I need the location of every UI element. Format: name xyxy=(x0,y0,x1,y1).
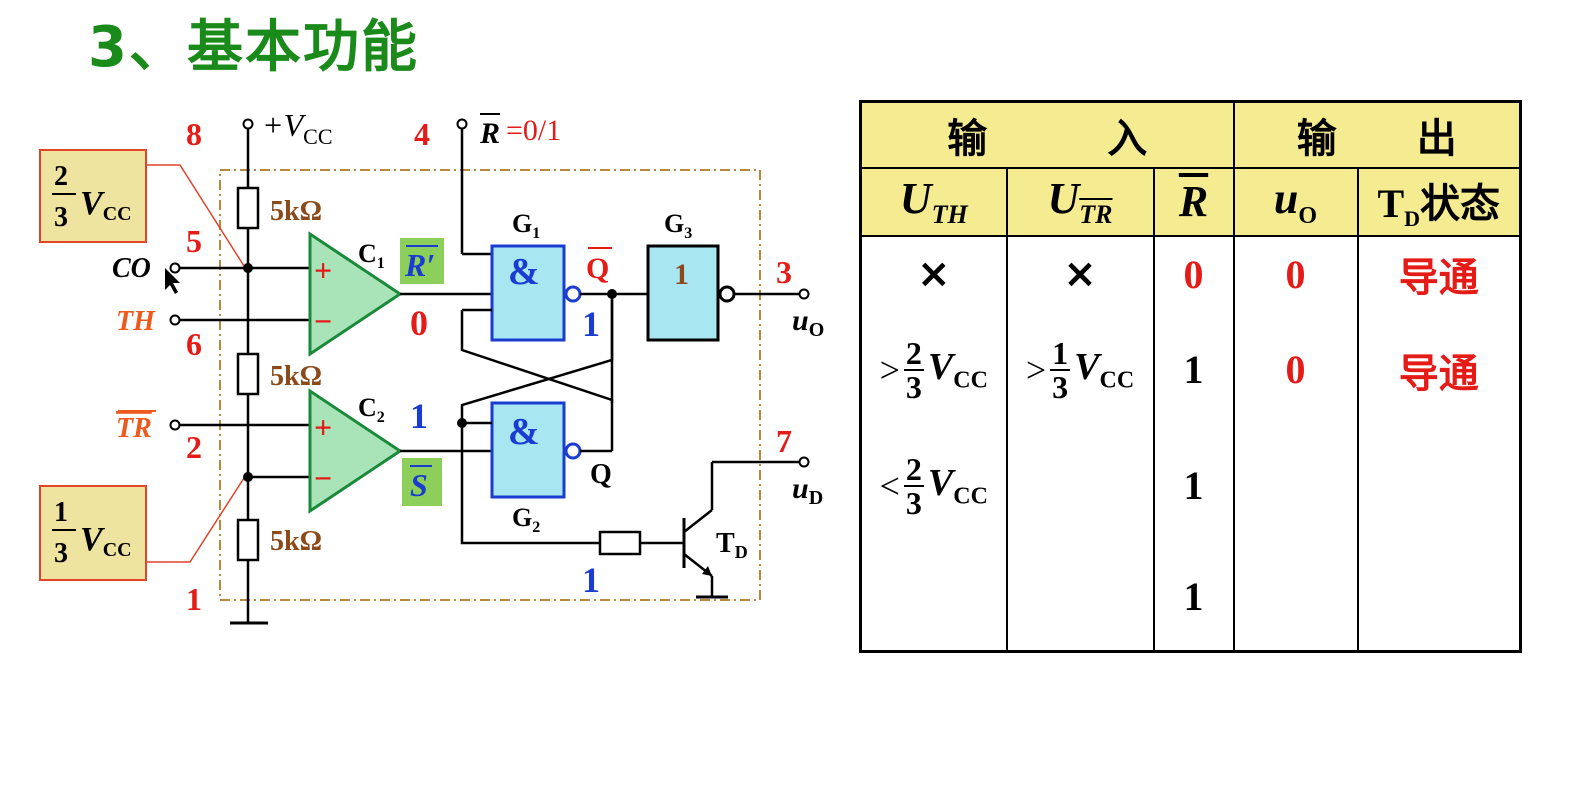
cursor-icon xyxy=(165,268,180,294)
resistor-3 xyxy=(236,518,260,562)
pin-6: 6 xyxy=(186,326,202,362)
c2-output-value: 1 xyxy=(410,396,428,436)
table-column-header-row: UTH UTR R uO TD状态 xyxy=(859,166,1522,237)
slide-title: 3、基本功能 xyxy=(88,15,419,80)
cell-uth xyxy=(859,543,1008,652)
col-uth: UTH xyxy=(859,166,1008,237)
col-uo: uO xyxy=(1232,166,1359,237)
header-output: 输 出 xyxy=(1232,100,1522,169)
header-input: 输 入 xyxy=(859,100,1235,169)
reset-label: R xyxy=(479,117,500,150)
c2-label: C2 xyxy=(358,393,385,426)
comparator-c1 xyxy=(308,231,403,357)
circuit-diagram: +VCC 5kΩ 5kΩ 5kΩ 8 4 5 6 2 1 3 7 2 3 VCC… xyxy=(39,107,824,625)
table-group-header-row: 输 入 输 出 xyxy=(859,100,1522,169)
td-label: TD xyxy=(716,528,748,562)
cell-utr: × xyxy=(1005,235,1155,312)
svg-text:1: 1 xyxy=(674,258,689,291)
resistor-3-label: 5kΩ xyxy=(270,526,322,557)
cell-td: 导通 xyxy=(1356,311,1522,428)
nand-gate-g2 xyxy=(490,401,566,499)
tr-label: TR xyxy=(116,413,152,444)
q-bar-label: Q xyxy=(586,252,609,285)
ref-bottom-vcc: VCC xyxy=(80,521,132,561)
svg-text:−: − xyxy=(314,303,332,339)
cell-rbar: 1 xyxy=(1152,311,1235,428)
cell-rbar: 1 xyxy=(1152,427,1235,544)
r-prime-label: R′ xyxy=(404,247,435,283)
ref-top-vcc: VCC xyxy=(80,185,132,225)
ref-bottom-leader xyxy=(146,477,245,563)
ref-top-leader xyxy=(146,164,245,267)
td-base-value: 1 xyxy=(582,560,600,600)
table-row: 1 xyxy=(859,543,1522,652)
cell-td xyxy=(1356,427,1522,544)
resistor-1-label: 5kΩ xyxy=(270,196,322,227)
col-rbar: R xyxy=(1152,166,1235,237)
cell-uo xyxy=(1232,543,1359,652)
ref-box-one-third xyxy=(39,485,147,581)
cell-utr xyxy=(1005,427,1155,544)
svg-text:−: − xyxy=(314,460,332,496)
ud-label: uD xyxy=(792,472,823,509)
ref-bottom-den: 3 xyxy=(54,538,68,569)
cell-uo xyxy=(1232,427,1359,544)
pin-7: 7 xyxy=(776,423,792,459)
g2-label: G2 xyxy=(512,503,540,536)
cell-rbar: 1 xyxy=(1152,543,1235,652)
pin-1: 1 xyxy=(186,581,202,617)
comparator-c2 xyxy=(308,388,403,514)
pin-2: 2 xyxy=(186,429,202,465)
pin-4: 4 xyxy=(414,116,430,152)
table-row: × × 0 0 导通 xyxy=(859,235,1522,312)
ref-top-num: 2 xyxy=(54,161,68,192)
cell-uth: × xyxy=(859,235,1008,312)
col-td: TD状态 xyxy=(1356,166,1522,237)
cell-td: 导通 xyxy=(1356,235,1522,312)
g1-output-value: 1 xyxy=(582,304,600,344)
resistor-1 xyxy=(236,186,260,230)
not-gate-g3 xyxy=(646,244,720,342)
g1-label: G1 xyxy=(512,209,540,242)
pin-5: 5 xyxy=(186,223,202,259)
c1-output-value: 0 xyxy=(410,303,428,343)
cell-uo: 0 xyxy=(1232,235,1359,312)
reset-terminal xyxy=(456,118,468,130)
ref-box-two-thirds xyxy=(39,149,147,243)
svg-text:+: + xyxy=(314,252,332,288)
svg-text:&: & xyxy=(508,251,540,293)
cell-uo: 0 xyxy=(1232,311,1359,428)
pin-8: 8 xyxy=(186,116,202,152)
reset-annotation: =0/1 xyxy=(506,114,561,147)
resistor-2 xyxy=(236,352,260,396)
co-label: CO xyxy=(112,253,151,284)
c1-label: C1 xyxy=(358,239,385,272)
base-resistor xyxy=(598,530,642,556)
ref-bottom-num: 1 xyxy=(54,497,68,528)
cell-td xyxy=(1356,543,1522,652)
th-label: TH xyxy=(116,306,156,337)
svg-text:&: & xyxy=(508,411,540,453)
nand-gate-g1 xyxy=(490,244,566,342)
uo-label: uO xyxy=(792,304,824,341)
ic-boundary xyxy=(219,169,761,601)
resistor-2-label: 5kΩ xyxy=(270,361,322,392)
col-utr: UTR xyxy=(1005,166,1155,237)
vcc-terminal xyxy=(242,118,254,130)
q-label: Q xyxy=(590,459,612,490)
svg-text:+: + xyxy=(314,409,332,445)
cell-rbar: 0 xyxy=(1152,235,1235,312)
ref-top-den: 3 xyxy=(54,202,68,233)
s-bar-label: S xyxy=(410,467,428,503)
vcc-label: +VCC xyxy=(262,107,333,149)
cell-utr xyxy=(1005,543,1155,652)
pin-3: 3 xyxy=(776,254,792,290)
g3-label: G3 xyxy=(664,209,692,242)
